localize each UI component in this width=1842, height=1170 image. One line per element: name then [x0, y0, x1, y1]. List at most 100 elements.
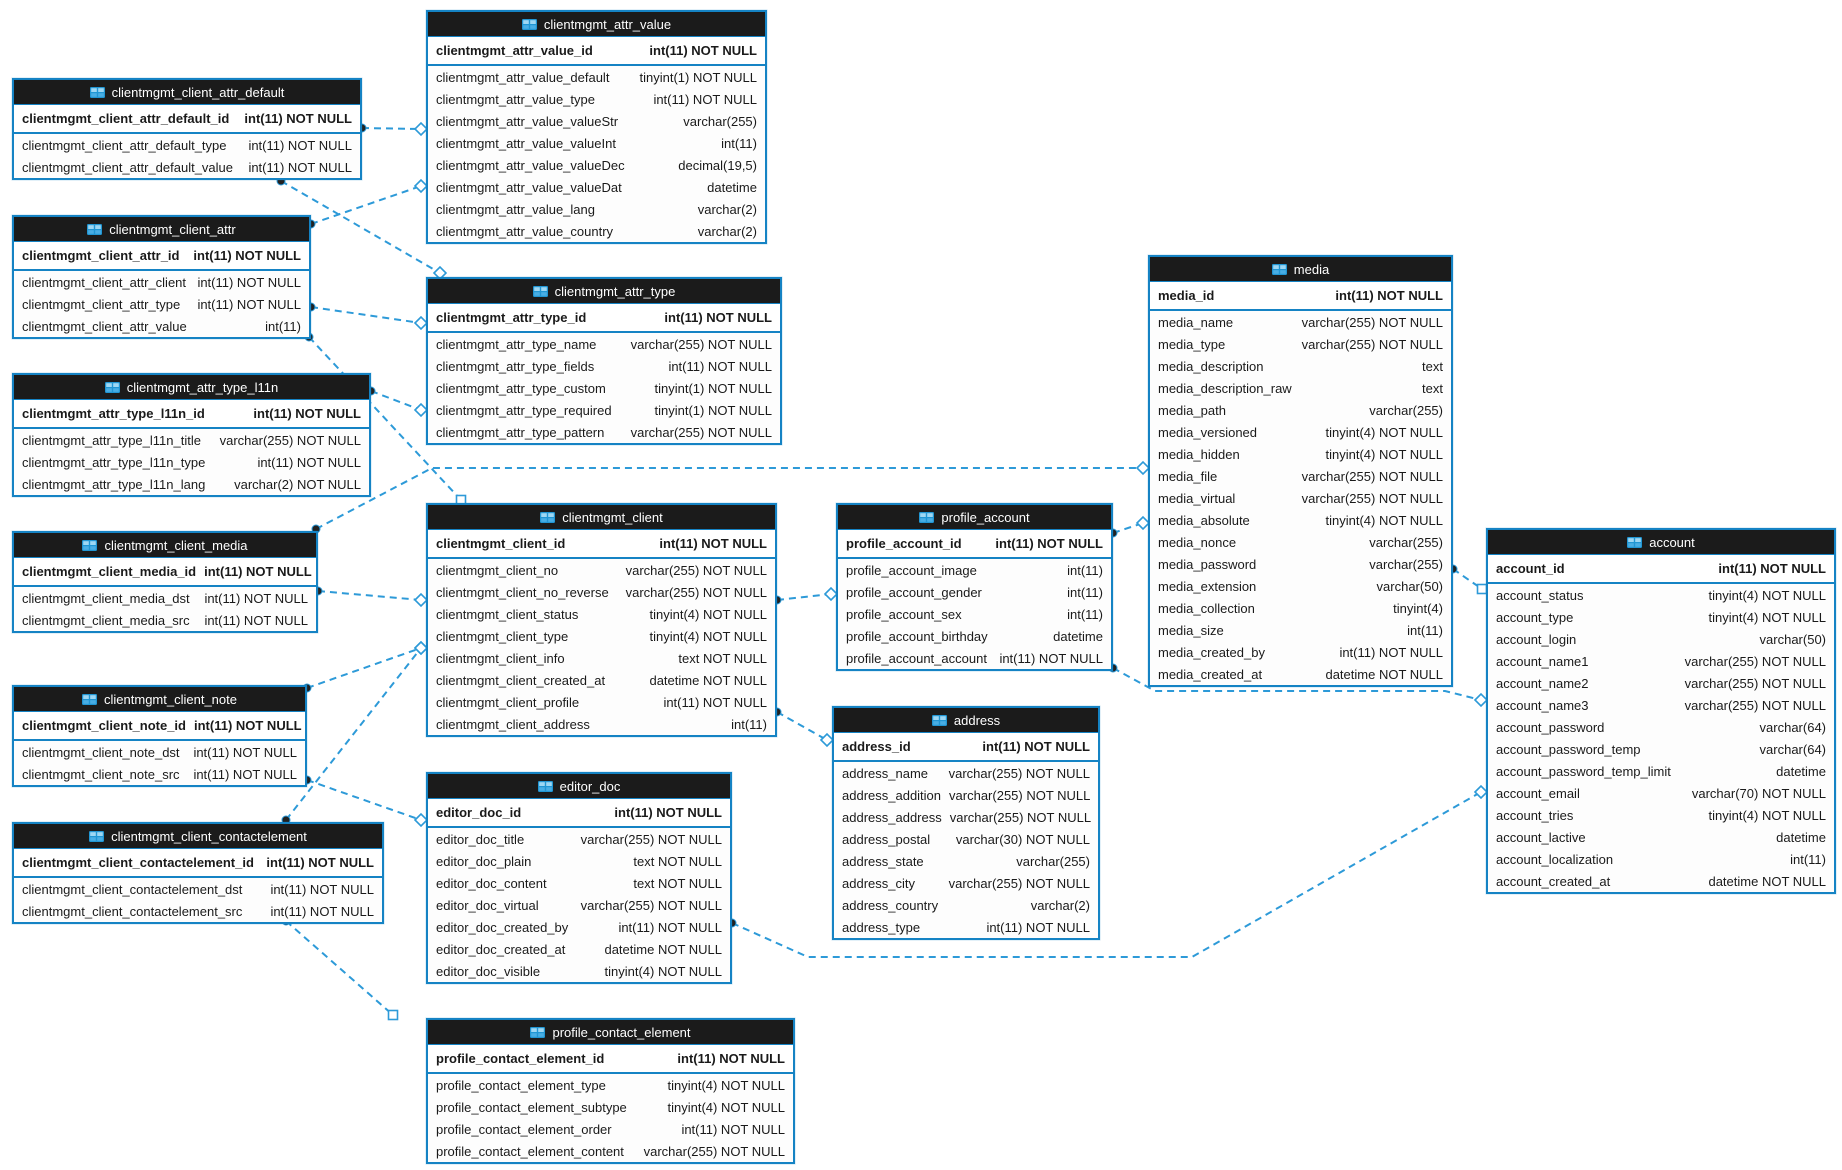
relationship-line[interactable]: [285, 920, 394, 1016]
relationship-line[interactable]: [731, 791, 1482, 958]
relationship-line[interactable]: [776, 593, 832, 601]
table-header[interactable]: clientmgmt_client_attr_default: [14, 80, 360, 105]
relationship-line[interactable]: [308, 336, 462, 501]
table-header[interactable]: media: [1150, 257, 1451, 282]
table-header[interactable]: clientmgmt_attr_type: [428, 279, 780, 304]
table-header[interactable]: profile_account: [838, 505, 1111, 530]
table-header[interactable]: clientmgmt_client: [428, 505, 775, 530]
relationship-line[interactable]: [317, 590, 422, 601]
table-clientmgmt_attr_type[interactable]: clientmgmt_attr_type clientmgmt_attr_type…: [426, 277, 782, 445]
table-header[interactable]: clientmgmt_attr_type_l11n: [14, 375, 369, 400]
relationship-line[interactable]: [306, 779, 422, 821]
relationship-line[interactable]: [776, 711, 828, 741]
table-header[interactable]: clientmgmt_client_media: [14, 533, 316, 558]
relationship-line[interactable]: [310, 185, 422, 225]
relationship-line[interactable]: [315, 467, 1143, 530]
relationship-line[interactable]: [280, 180, 441, 274]
relationship-line[interactable]: [285, 647, 422, 821]
table-header[interactable]: address: [834, 708, 1098, 733]
relationship-line[interactable]: [370, 390, 422, 411]
